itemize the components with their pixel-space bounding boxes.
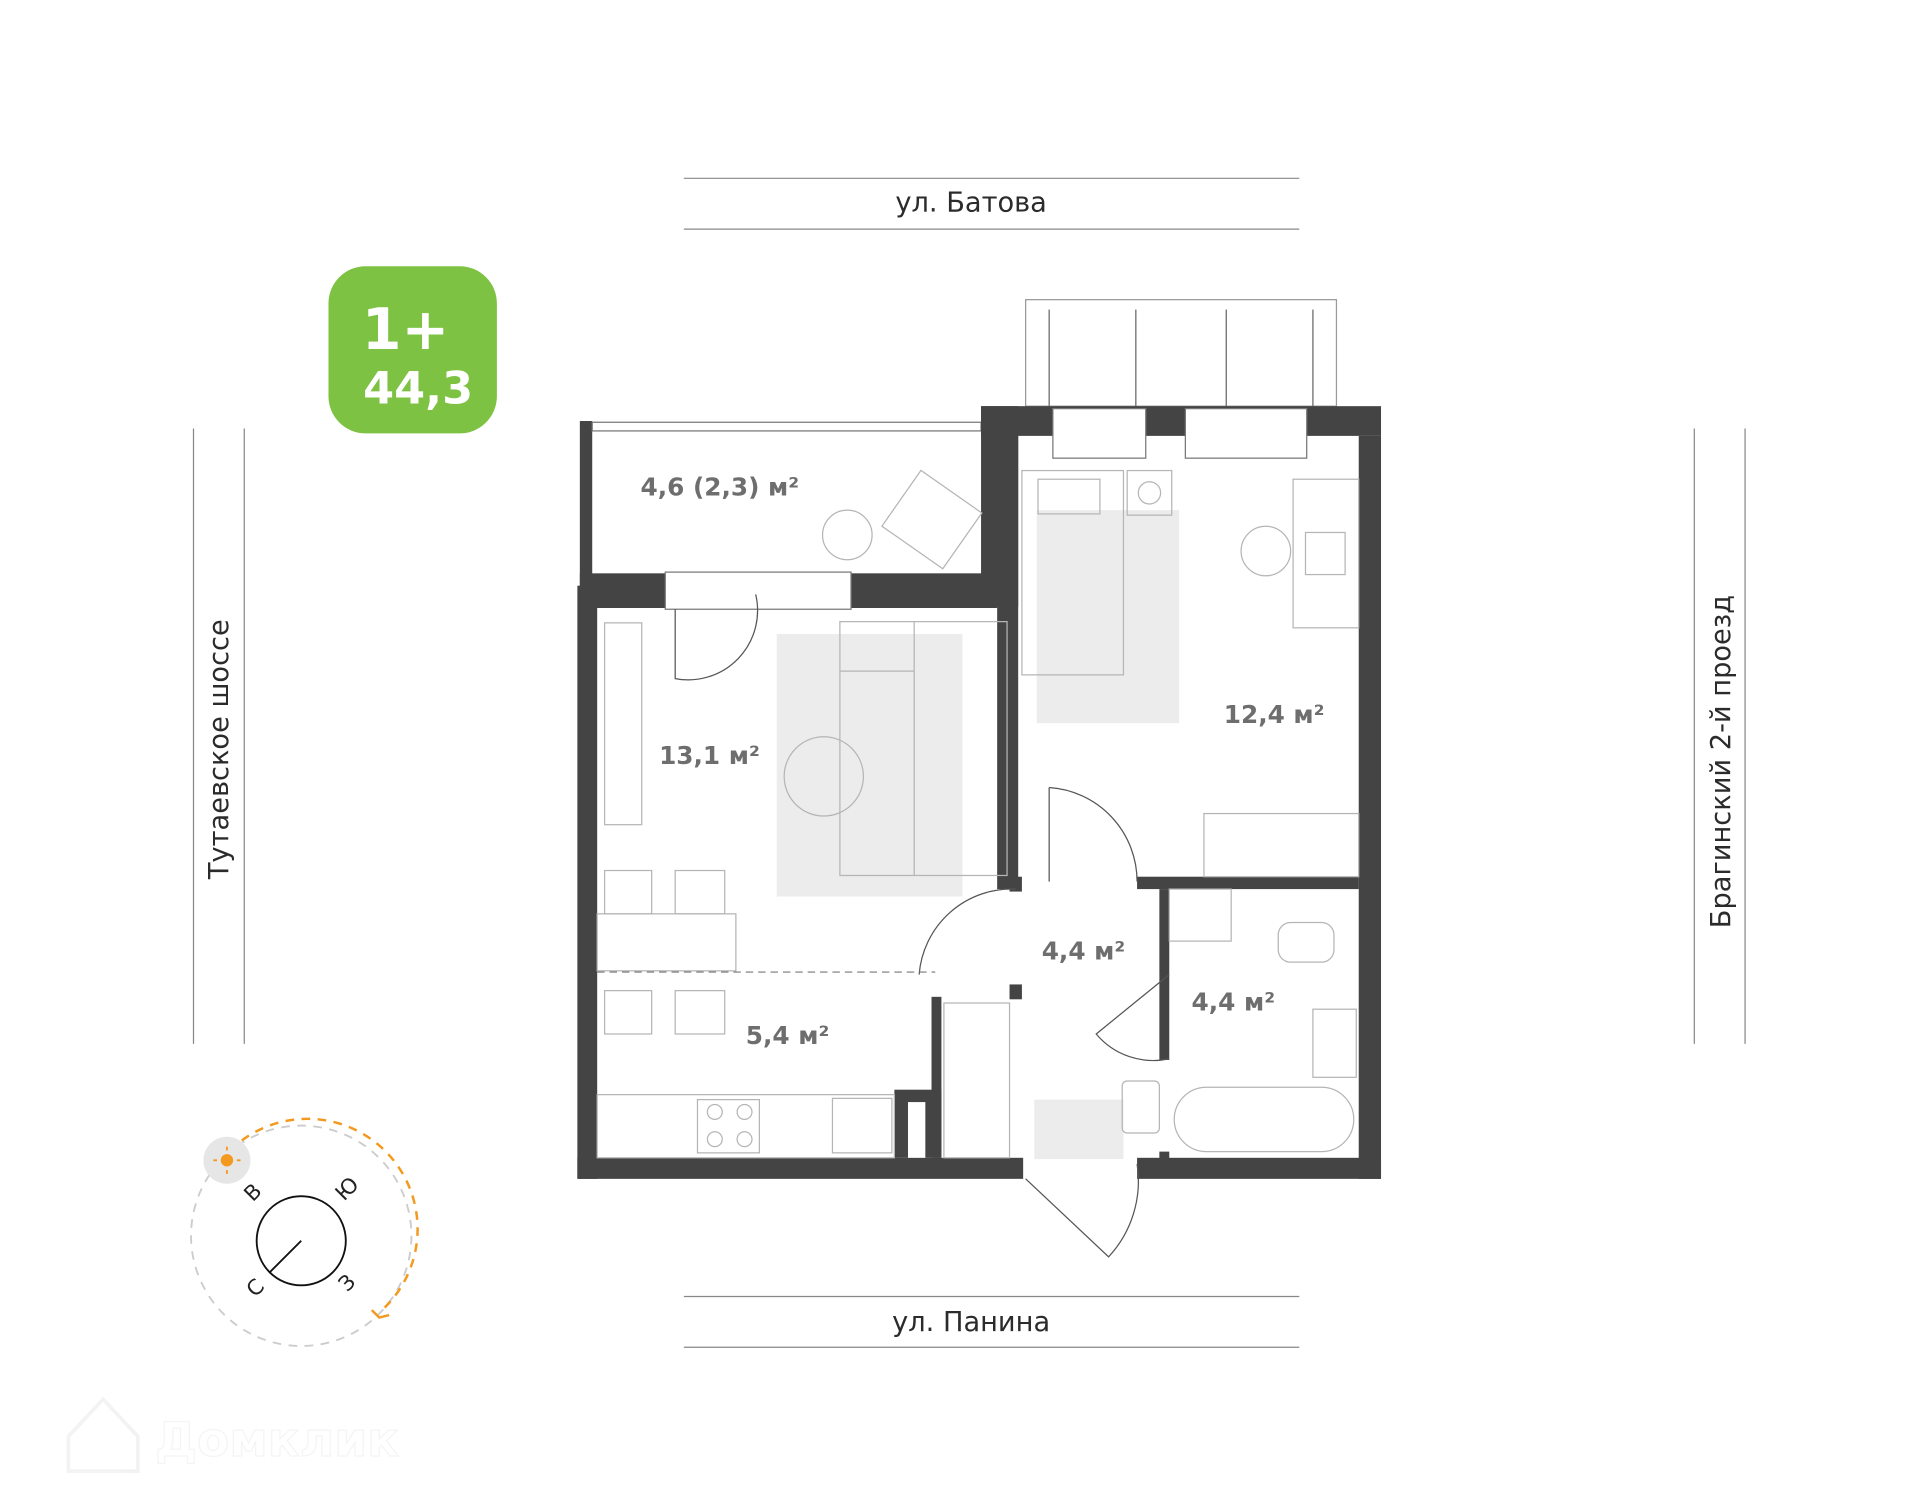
arrow-icon [370,1309,390,1319]
badge-area: 44,3 [363,363,473,415]
doors [674,594,1170,1258]
watermark-text: Домклик [155,1413,399,1468]
street-top-label: ул. Батова [895,188,1046,219]
compass-north: С [241,1273,269,1301]
street-top: ул. Батова [683,177,1300,230]
area-kitchen: 5,4 м² [746,1021,830,1050]
watermark: Домклик [66,1396,400,1473]
compass: В Ю С З [190,1117,419,1347]
house-logo-icon [66,1396,140,1473]
street-bottom: ул. Панина [683,1295,1300,1348]
street-right: Брагинский 2-й проезд [1693,428,1746,1044]
street-right-label: Брагинский 2-й проезд [1706,595,1737,928]
area-hallway: 4,4 м² [1042,937,1126,966]
compass-south: Ю [330,1172,364,1206]
furniture [596,469,1360,1159]
apartment-badge: 1+ 44,3 [328,266,497,434]
street-left-label: Тутаевское шоссе [204,619,235,880]
rug-hallway [1034,1099,1124,1160]
rug-bedroom [1036,510,1180,724]
rug-living [776,634,963,897]
walls [577,406,1382,1179]
area-living: 13,1 м² [659,741,760,770]
french-balcony [1025,299,1338,407]
area-bathroom: 4,4 м² [1192,987,1276,1016]
area-balcony: 4,6 (2,3) м² [641,472,800,501]
compass-east: В [239,1178,267,1206]
area-bedroom: 12,4 м² [1224,700,1325,729]
street-bottom-label: ул. Панина [892,1307,1050,1338]
compass-west: З [333,1269,360,1296]
street-left: Тутаевское шоссе [192,428,245,1044]
sun-icon [220,1154,234,1167]
badge-rooms: 1+ [362,297,449,363]
